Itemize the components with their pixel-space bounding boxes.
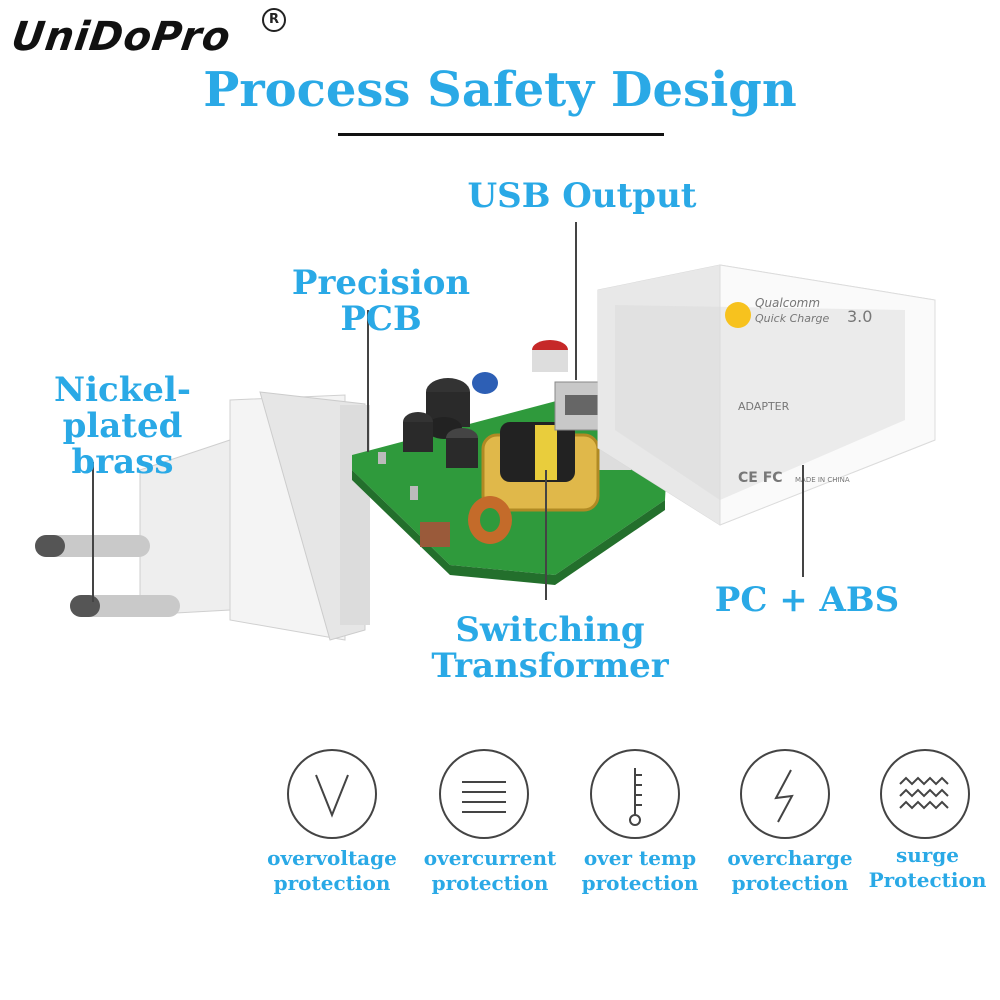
lines-icon — [439, 749, 529, 839]
caption-over-temp-line1: over temp — [583, 846, 697, 870]
caption-over-temp-line2: protection — [581, 871, 699, 895]
leader-pc-abs — [802, 465, 804, 577]
charger-print: Qualcomm Quick Charge 3.0 ADAPTER CE FC … — [738, 296, 872, 486]
label-precision-pcb: Precision PCB — [291, 263, 471, 339]
caption-overvoltage: overvoltage protection — [252, 846, 412, 896]
caption-overcurrent-line1: overcurrent — [423, 846, 557, 870]
cert-marks: CE FC — [738, 470, 783, 486]
switching-transformer — [468, 422, 600, 544]
caption-overcharge-line2: protection — [731, 871, 849, 895]
page-title: Process Safety Design — [203, 62, 797, 118]
label-nickel-line1: Nickel-plated — [54, 370, 191, 446]
leader-precision-pcb — [367, 310, 369, 452]
leader-usb-output — [575, 222, 577, 380]
caption-surge-line2: Protection — [868, 868, 987, 892]
zigzag-icon — [880, 749, 970, 839]
label-usb-output: USB Output — [467, 176, 697, 216]
leader-switching-transformer — [545, 470, 547, 600]
label-switching-transformer: Switching Transformer — [420, 612, 680, 684]
charger-illustration: Qualcomm Quick Charge 3.0 ADAPTER CE FC … — [35, 264, 936, 641]
registered-mark: R — [262, 8, 286, 32]
title-underline — [338, 133, 664, 136]
adapter-label: ADAPTER — [738, 400, 790, 413]
caption-surge-line1: surge — [895, 843, 960, 867]
label-pc-abs: PC + ABS — [714, 580, 900, 620]
qc-version: 3.0 — [847, 307, 872, 326]
caption-overcharge: overcharge protection — [710, 846, 870, 896]
label-nickel-plated: Nickel-plated brass — [0, 372, 245, 480]
caption-overvoltage-line1: overvoltage — [267, 846, 397, 870]
label-switching-line2: Transformer — [431, 646, 669, 686]
caption-overcurrent-line2: protection — [431, 871, 549, 895]
plug-body — [139, 391, 370, 641]
label-nickel-line2: brass — [71, 442, 174, 482]
caption-over-temp: over temp protection — [565, 846, 715, 896]
charger-housing — [597, 264, 936, 526]
qc-brand-line2: Quick Charge — [755, 312, 829, 325]
caption-overvoltage-line2: protection — [273, 871, 391, 895]
thermometer-icon — [590, 749, 680, 839]
caption-overcurrent: overcurrent protection — [410, 846, 570, 896]
caption-overcharge-line1: overcharge — [727, 846, 853, 870]
lightning-icon — [740, 749, 830, 839]
v-icon — [287, 749, 377, 839]
qc-brand-line1: Qualcomm — [755, 296, 820, 310]
made-in: MADE IN CHINA — [795, 476, 850, 484]
leader-nickel-brass — [92, 462, 94, 602]
caption-surge: surge Protection — [860, 843, 995, 893]
label-switching-line1: Switching — [455, 610, 645, 650]
